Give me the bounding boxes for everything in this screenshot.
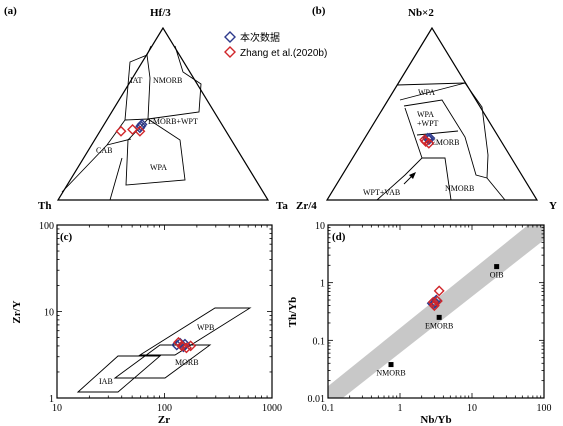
field-boundary <box>376 107 423 201</box>
y-axis-title: Zr/Y <box>11 300 23 323</box>
panel-label: (c) <box>60 231 73 243</box>
panel-c-markers <box>171 336 197 354</box>
field-label-wpa-wpt-line2: +WPT <box>417 119 439 128</box>
field-label-iab: IAB <box>99 377 113 386</box>
y-tick-label: 0.01 <box>308 394 326 405</box>
field-boundary <box>422 157 452 201</box>
x-tick-label: 1000 <box>262 403 282 414</box>
field-label-wpb: WPB <box>197 323 214 332</box>
field-label-wpa-wpt-line1: WPA <box>417 110 434 119</box>
reference-point-marker <box>436 314 442 320</box>
field-label-wpa: WPA <box>418 88 435 97</box>
reference-points: OIB EMORB NMORB <box>376 264 504 378</box>
sample-marker <box>115 125 127 137</box>
legend-label-this-study: 本次数据 <box>240 31 280 44</box>
sample-marker <box>127 123 139 135</box>
field-label-cab: CAB <box>96 146 112 155</box>
reference-point-label: OIB <box>490 271 504 280</box>
x-tick-label: 100 <box>537 403 552 414</box>
field-label-wpt-vab: WPT+VAB <box>363 188 400 197</box>
x-tick-label: 0.1 <box>322 403 335 414</box>
panel-b-markers <box>419 132 436 149</box>
x-tick-label: 10 <box>52 403 62 414</box>
panel-label: (a) <box>4 5 17 17</box>
field-wpb <box>138 307 252 356</box>
field-label-nmorb: NMORB <box>445 184 474 193</box>
field-boundary <box>146 54 151 120</box>
vertex-top-label: Nb×2 <box>408 7 434 19</box>
field-label-emorb: EMORB <box>431 138 459 147</box>
y-tick-label: 10 <box>44 308 54 319</box>
reference-point-label: NMORB <box>376 369 405 378</box>
vertex-left-label: Zr/4 <box>296 200 317 212</box>
field-boundary <box>106 138 132 146</box>
sample-marker <box>134 122 146 134</box>
sample-marker <box>185 340 197 352</box>
sample-marker <box>433 285 445 297</box>
pointer-arrow-head <box>409 172 416 179</box>
panel-label: (d) <box>332 231 346 243</box>
field-boundary <box>124 45 202 121</box>
x-tick-label: 100 <box>157 403 172 414</box>
legend-label-zhang: Zhang et al.(2020b) <box>240 48 327 59</box>
vertex-top-label: Hf/3 <box>150 7 171 19</box>
ternary-b-outline <box>325 26 539 201</box>
field-label-emorb-wpt: EMORB+WPT <box>148 117 198 126</box>
sample-marker <box>423 137 435 149</box>
y-tick-label: 1 <box>49 394 54 405</box>
panel-d-markers <box>426 285 445 312</box>
panel-b: WPA WPA +WPT EMORB NMORB WPT+VAB Nb×2 Zr… <box>296 5 557 212</box>
plot-frame-c <box>56 224 273 399</box>
field-boundary <box>396 82 506 201</box>
x-tick-label: 1 <box>398 403 403 414</box>
field-boundary <box>403 99 488 179</box>
x-tick-label: 10 <box>467 403 477 414</box>
mantle-array-band <box>328 225 544 398</box>
field-label-nmorb: NMORB <box>153 76 182 85</box>
field-boundary <box>125 118 186 186</box>
sample-marker <box>420 136 432 148</box>
field-iab <box>76 355 162 393</box>
vertex-right-label: Y <box>549 200 557 212</box>
field-label-iat: IAT <box>130 76 143 85</box>
ternary-a-outline <box>56 26 270 201</box>
panel-a: IAT NMORB EMORB+WPT CAB WPA Hf/3 Th Ta (… <box>4 5 327 212</box>
field-boundary <box>61 45 152 193</box>
vertex-right-label: Ta <box>276 200 288 212</box>
y-tick-label: 100 <box>39 221 54 232</box>
y-tick-label: 0.1 <box>313 336 326 347</box>
vertex-left-label: Th <box>38 200 51 212</box>
sample-marker <box>180 342 192 354</box>
panel-label: (b) <box>312 5 326 17</box>
sample-marker <box>427 296 439 308</box>
x-axis-title: Nb/Yb <box>420 414 451 426</box>
plot-frame-d <box>327 224 545 399</box>
y-tick-label: 10 <box>315 221 325 232</box>
reference-point-label: EMORB <box>425 321 453 330</box>
y-axis-title: Th/Yb <box>287 297 299 328</box>
field-label-wpa: WPA <box>150 163 167 172</box>
reference-point-marker <box>494 264 500 270</box>
panel-a-markers <box>115 118 148 137</box>
mantle-array-band-shape <box>328 225 544 398</box>
field-boundary <box>109 157 123 201</box>
field-boundary <box>399 82 466 101</box>
x-axis-title: Zr <box>158 414 170 426</box>
reference-point-marker <box>388 362 394 368</box>
legend-marker-this-study <box>224 31 236 43</box>
field-boundary <box>416 130 459 136</box>
legend: 本次数据 Zhang et al.(2020b) <box>224 31 327 59</box>
legend-marker-zhang <box>224 46 236 58</box>
y-tick-label: 1 <box>320 279 325 290</box>
field-label-morb: MORB <box>175 358 199 367</box>
